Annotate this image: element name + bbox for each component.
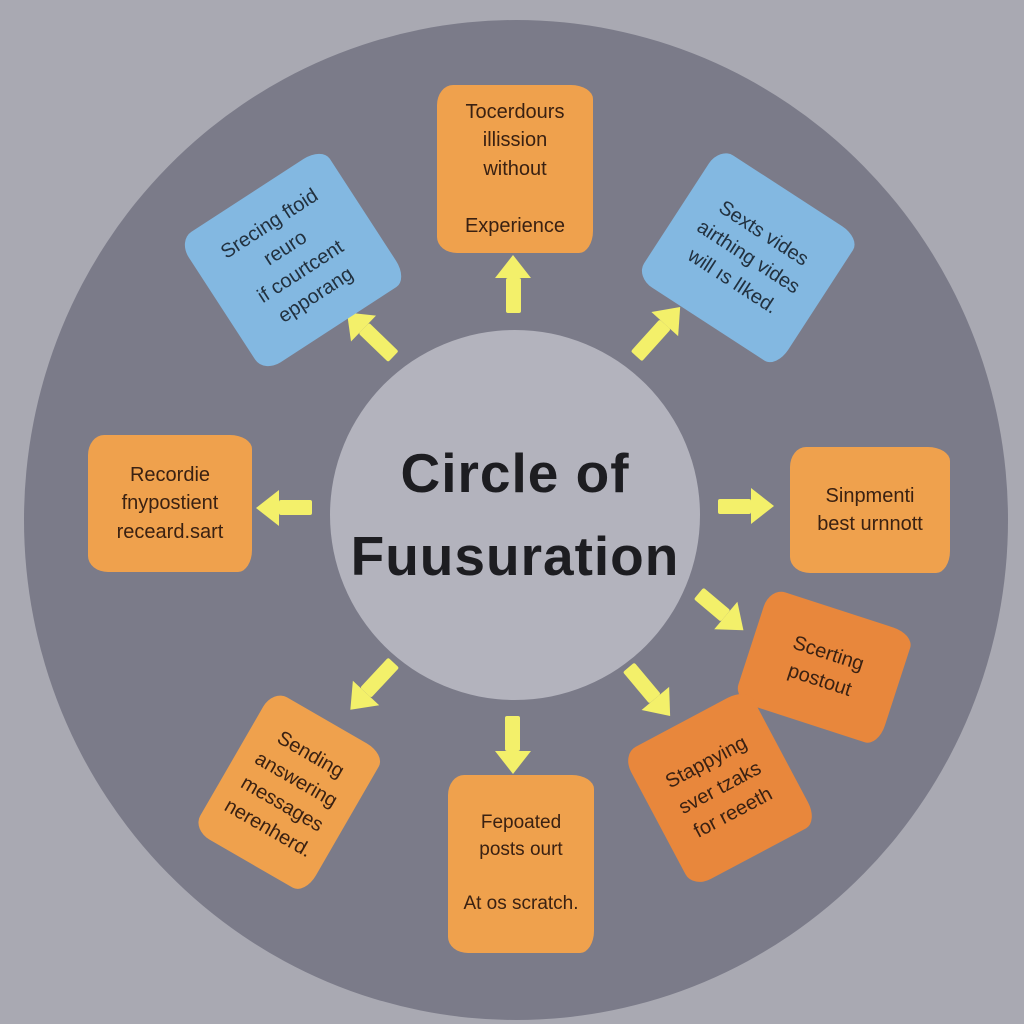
arrow-down-icon (495, 716, 531, 774)
arrow-head (256, 490, 279, 526)
arrow-stem (279, 500, 312, 516)
arrow-stem (718, 498, 751, 514)
note-left: Recordie fnypostient receard.sart (88, 435, 252, 572)
note-text: Tocerdours illission without Experience (464, 101, 566, 237)
arrow-head (495, 255, 531, 278)
note-text: Sinpmenti best urnnott (817, 484, 923, 535)
arrow-left-icon (256, 490, 312, 526)
note-text: Sexts vides airthing vides will ıs lIked… (683, 196, 813, 319)
note-text: Recordie fnypostient receard.sart (116, 463, 224, 543)
note-top: Tocerdours illission without Experience (437, 85, 593, 253)
note-text: Scerting postout (785, 631, 867, 701)
note-right: Sinpmenti best urnnott (790, 447, 950, 573)
arrow-stem (505, 278, 521, 313)
note-text: Stappying sver tzaks for reeeth (662, 732, 777, 843)
arrow-head (751, 488, 774, 524)
note-text: Fepoated posts ourt At os scratch. (463, 812, 579, 914)
note-bottom: Fepoated posts ourt At os scratch. (448, 775, 594, 953)
arrow-head (495, 751, 531, 774)
arrow-up-icon (495, 255, 531, 313)
arrow-stem (505, 716, 521, 751)
diagram-title-line-2: Fuusuration (350, 525, 680, 587)
note-text: Srecing ftoid reuro if courtcent epporan… (217, 184, 358, 328)
center-circle: Circle of Fuusuration (330, 330, 700, 700)
diagram-title-line-1: Circle of (400, 442, 630, 504)
arrow-right-icon (718, 488, 774, 524)
